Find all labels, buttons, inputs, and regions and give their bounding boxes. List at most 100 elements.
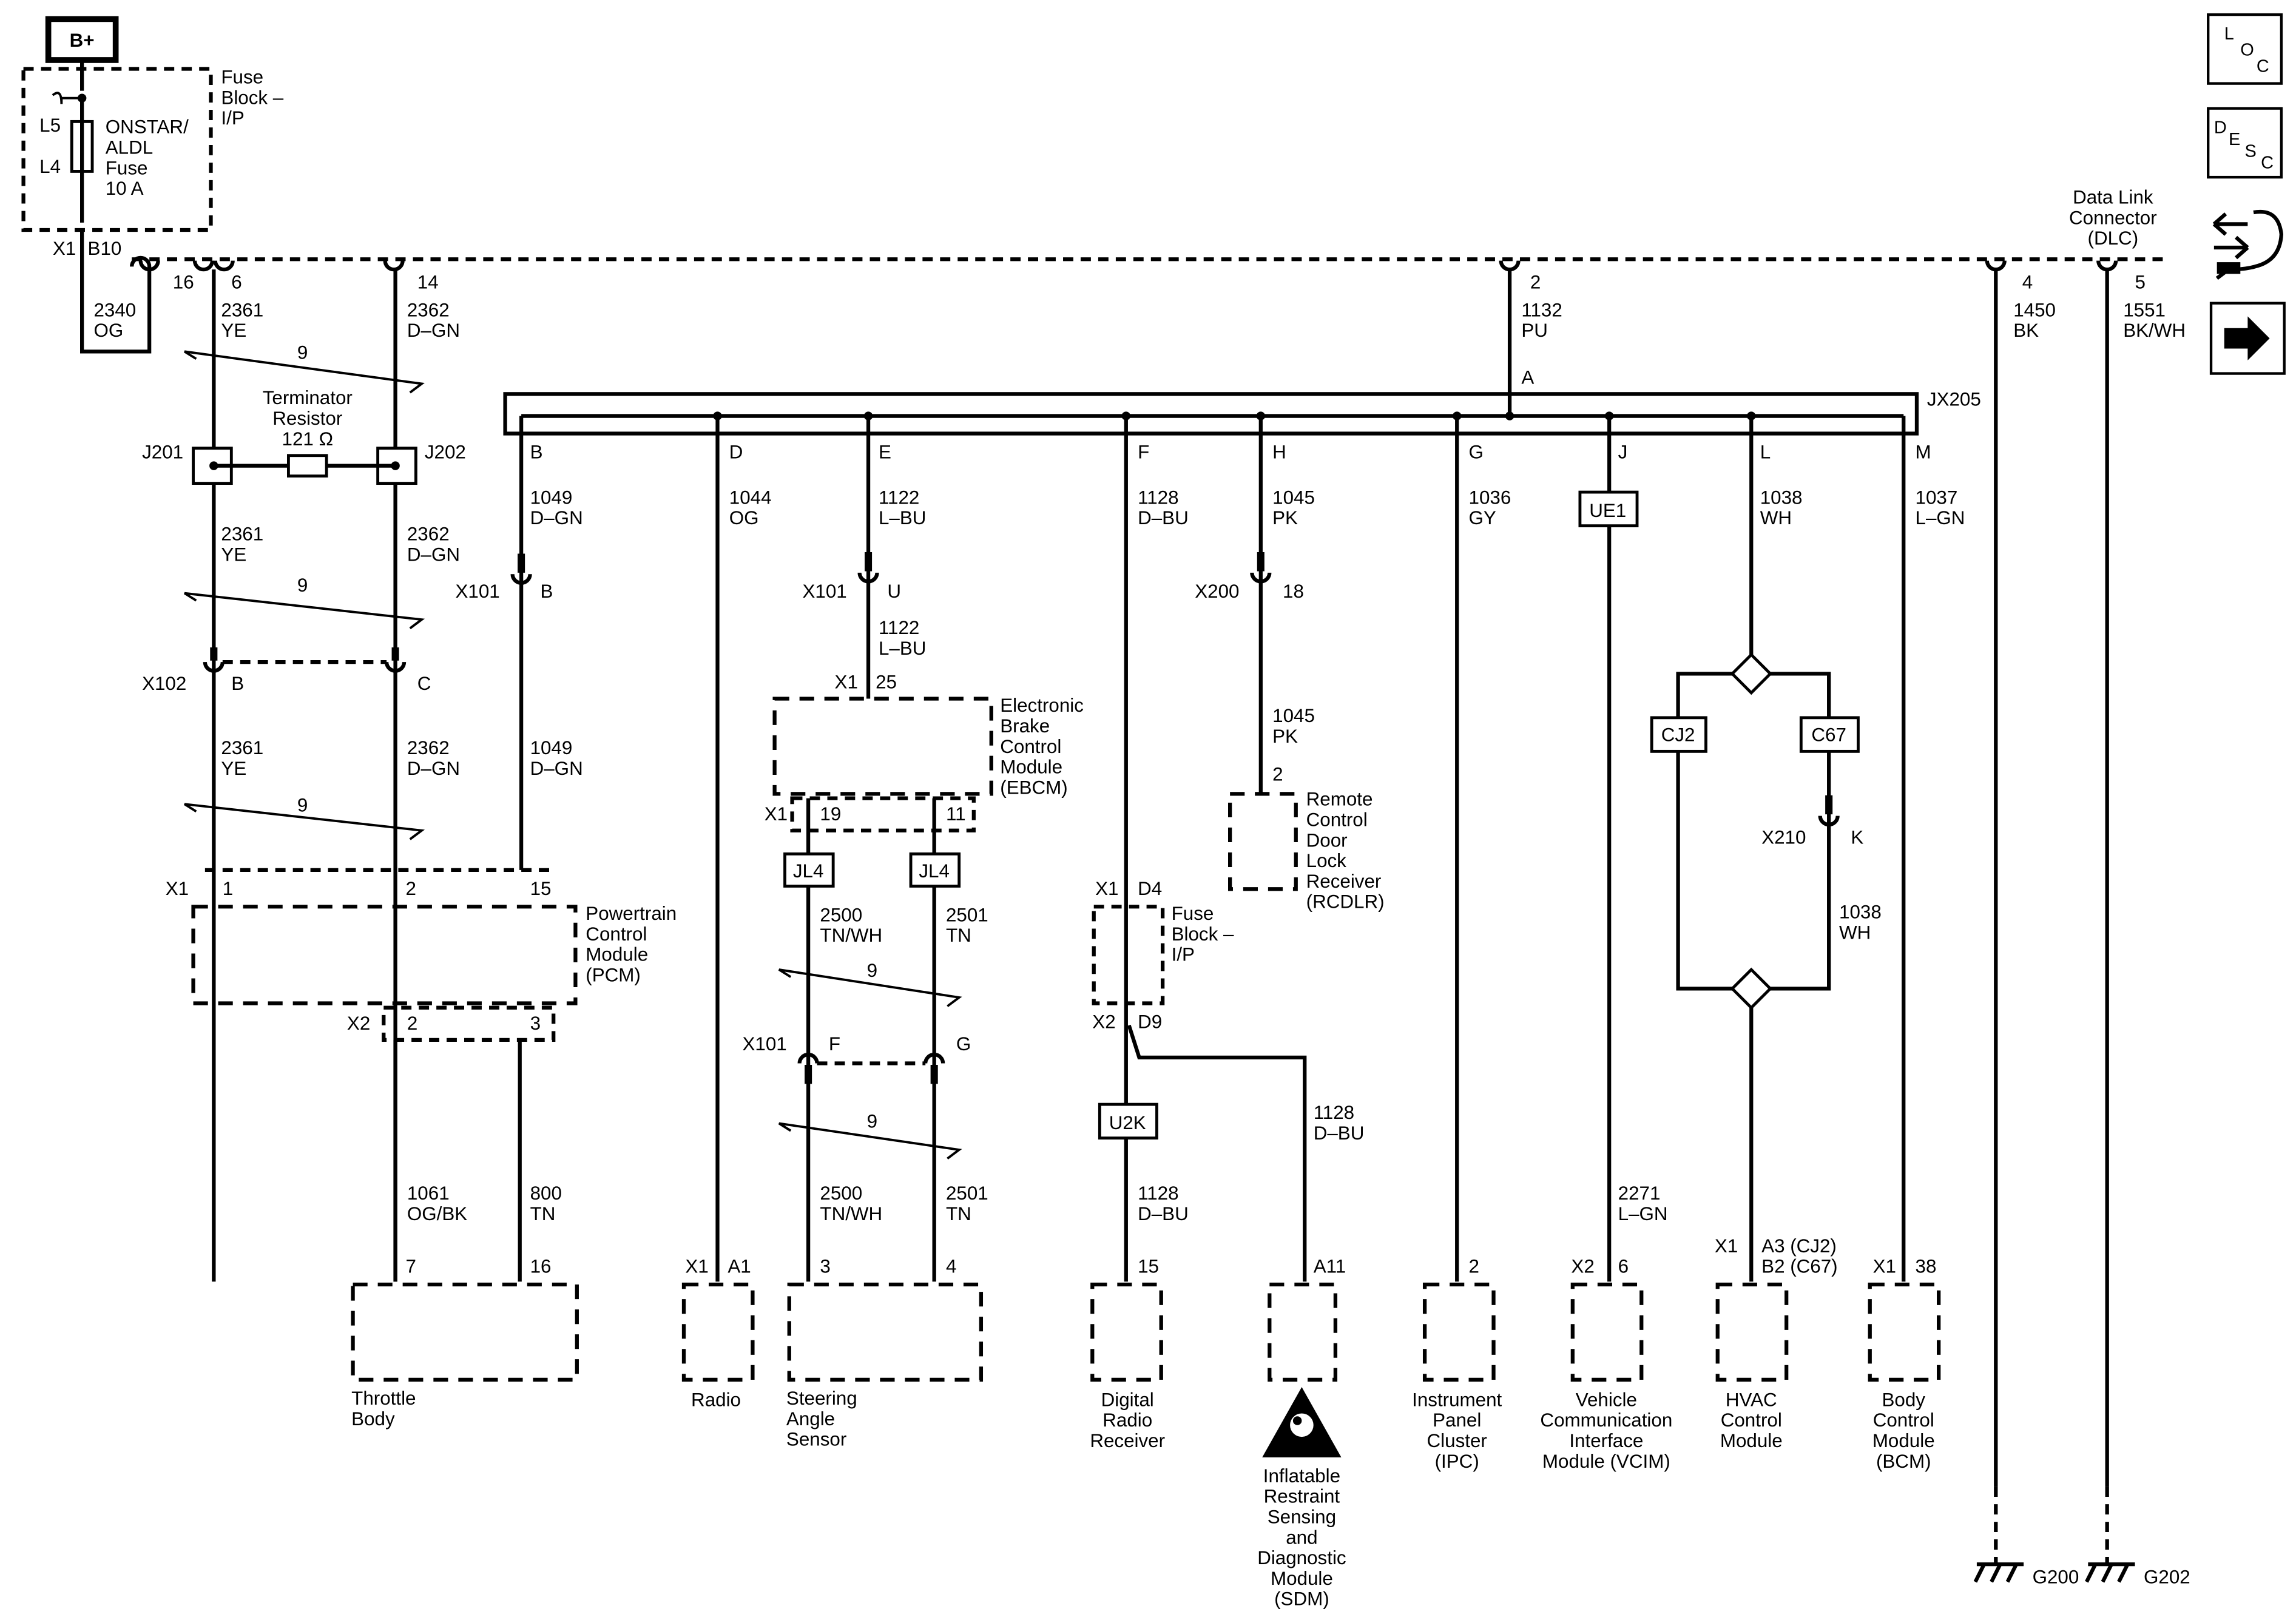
fuse-pin-l5: L5 [39,115,61,136]
twist-label-steer-2: 9 [867,1111,877,1132]
pcm-outline [191,905,578,1005]
fuse-lower-pin-bottom: D9 [1138,1011,1162,1033]
hvac-pin-letter: L [1760,442,1771,463]
steering-pin-4: 4 [946,1256,956,1277]
rcdlr-pin-letter: H [1272,442,1286,463]
ground-g200-icon [1973,1562,2024,1583]
ebcm-module-pin: 25 [876,672,897,693]
ground-g202-icon [2085,1562,2135,1583]
pcm-feed-conn: X101 [456,581,500,602]
ebcm-lower-pin-19: 19 [820,803,841,825]
g200-label: G200 [2033,1566,2079,1587]
ebcm-x101-pin: U [887,581,901,602]
ebcm-x101: X101 [802,581,846,602]
radio-name: Radio [691,1389,741,1410]
dlc-pin-14: 14 [417,272,439,293]
ipc-pin: 2 [1469,1256,1479,1277]
splice-j201: J201 [142,442,183,463]
twist-label-1: 9 [297,342,308,363]
splice-ue1: UE1 [1589,500,1626,521]
radio-pin: A1 [728,1256,751,1277]
fuse-lower-pin-top: D4 [1138,878,1162,899]
hvac-x210-pin: K [1851,826,1863,848]
hvac-x210: X210 [1761,826,1806,848]
x102-pin-b: B [231,673,244,694]
dlc-pin-6: 6 [231,272,241,293]
bcm-outline [1868,1282,1941,1382]
ebcm-lower-conn: X1 [765,803,788,825]
location-icon[interactable]: L O C [2207,13,2283,85]
rcdlr-outline [1228,792,1298,891]
dlc-pin-2: 2 [1530,272,1541,293]
description-icon[interactable]: D E S C [2207,107,2283,179]
digital-radio-pin: 15 [1138,1256,1159,1277]
airbag-warning-icon [1262,1387,1342,1457]
vcim-pin-letter: J [1618,442,1628,463]
pcm-pin-1: 1 [223,878,233,899]
splice-jl4-left: JL4 [793,860,824,882]
fuse-lower-conn-bottom: X2 [1092,1011,1115,1033]
g202-label: G202 [2144,1566,2190,1587]
ipc-outline [1422,1282,1496,1382]
throttle-pin-16: 16 [530,1256,552,1277]
dlc-pin-receptacles [138,260,2118,272]
hvac-outline [1715,1282,1789,1382]
pcm-pin-2: 2 [405,878,416,899]
jx205-top-pin: A [1521,366,1534,388]
fuse-block-ip-lower [1092,905,1165,1005]
steering-x101: X101 [743,1033,787,1055]
svg-text:C: C [2257,56,2269,76]
ebcm-outline [772,697,993,796]
connector-tool-icon[interactable] [2212,209,2284,280]
svg-text:O: O [2240,41,2254,60]
fuse-block-top-outline [21,67,213,232]
dlc-pin-4: 4 [2022,272,2033,293]
throttle-pin-7: 7 [405,1256,416,1277]
splice-j202: J202 [425,442,466,463]
pcm-conn-x2: X2 [347,1013,370,1034]
splice-u2k: U2K [1109,1112,1146,1133]
pcm-feed-pin: B [530,442,543,463]
terminator-resistor-icon [287,454,328,478]
bcm-pin-letter: M [1916,442,1931,463]
x102-label: X102 [142,673,186,694]
ipc-pin-letter: G [1469,442,1484,463]
bcm-pin: 38 [1916,1256,1937,1277]
next-arrow-icon[interactable] [2209,302,2286,375]
ebcm-pin-letter: E [879,442,891,463]
twist-label-steer-1: 9 [867,960,877,981]
dlc-pin-5: 5 [2135,272,2146,293]
vcim-pin: 6 [1618,1256,1629,1277]
